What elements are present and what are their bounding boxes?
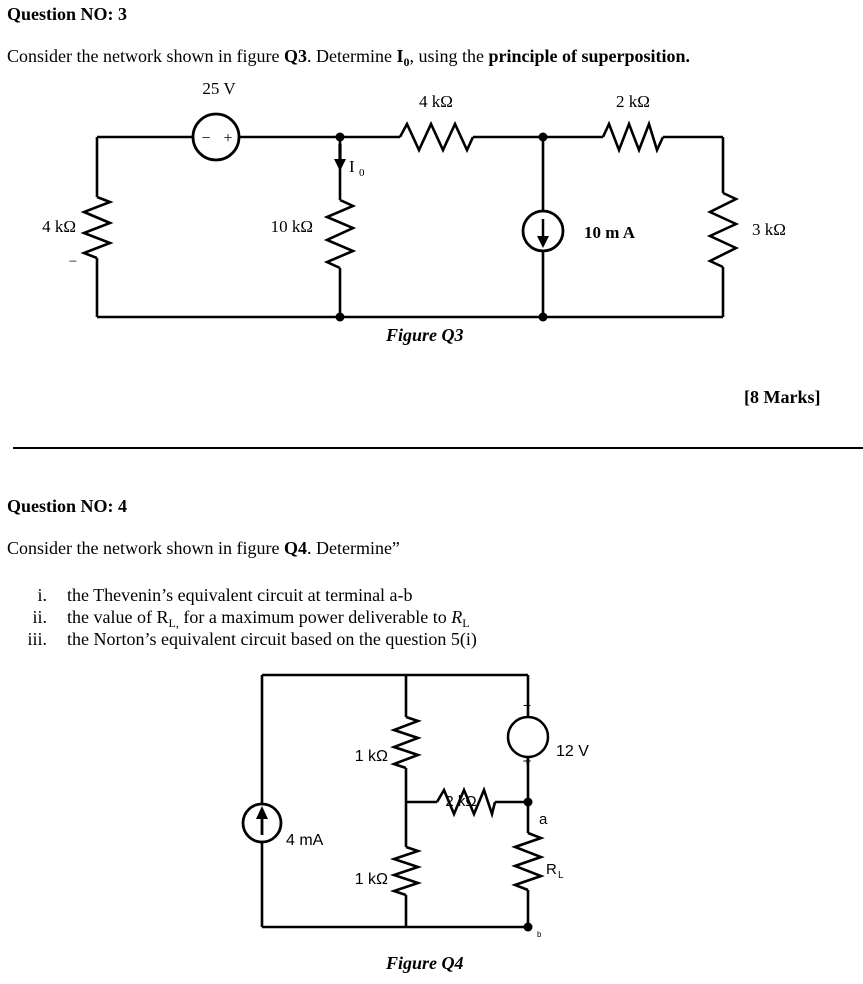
- q3-figure-caption: Figure Q3: [386, 325, 464, 345]
- q3-resistor-3k: [706, 191, 740, 269]
- q3-label-2k-top: 2 kΩ: [616, 92, 650, 111]
- q3-resistor-4k-left: [80, 195, 114, 260]
- q4-label-1k-top: 1 kΩ: [355, 748, 388, 765]
- section-divider: [13, 447, 863, 449]
- q4-label-2k-mid: 2 kΩ: [445, 793, 476, 810]
- q3-circuit-diagram: 25 V − + 4 kΩ 2 kΩ 4 kΩ − 10 kΩ I 0 10 m…: [42, 79, 786, 322]
- q4-current-source-arrowhead: [256, 806, 268, 819]
- q3-label-10k: 10 kΩ: [271, 217, 313, 236]
- q4-item-list: i. the Thevenin’s equivalent circuit at …: [7, 584, 707, 650]
- q3-resistor-4k-top: [398, 120, 475, 154]
- q4-heading: Question NO: 4: [7, 496, 128, 516]
- q3-vsource-minus: −: [201, 130, 210, 147]
- q3-resistor-2k-top: [601, 120, 665, 154]
- q3-voltage-source: [191, 112, 241, 162]
- q4-item-iii-text: the Norton’s equivalent circuit based on…: [67, 629, 477, 649]
- q3-label-4k-left: 4 kΩ: [42, 217, 76, 236]
- q4-label-4ma: 4 mA: [286, 832, 324, 849]
- q4-figure-caption: Figure Q4: [386, 953, 464, 973]
- q4-vsource-plus: +: [523, 753, 532, 770]
- q3-label-4k-top: 4 kΩ: [419, 92, 453, 111]
- q4-label-rl: R: [546, 861, 557, 878]
- q3-intro-i0: I0: [396, 46, 410, 69]
- q3-label-i0: I: [349, 157, 355, 176]
- q4-item-i-text: the Thevenin’s equivalent circuit at ter…: [67, 585, 413, 605]
- q3-current-source-arrowhead: [537, 236, 549, 248]
- q4-resistor-1k-top: [390, 715, 422, 770]
- q3-label-minus-left: −: [69, 254, 77, 270]
- q4-wires: [260, 673, 530, 929]
- q3-intro-part3: , using the: [409, 46, 489, 66]
- q3-label-3k: 3 kΩ: [752, 220, 786, 239]
- q4-item-iii: iii. the Norton’s equivalent circuit bas…: [7, 628, 707, 650]
- q4-intro-part1: Consider the network shown in figure: [7, 538, 284, 558]
- q4-label-rl-sub: L: [558, 870, 564, 881]
- q4-voltage-source: [506, 715, 550, 759]
- q4-intro-part2: . Determine”: [306, 538, 400, 558]
- q4-resistor-rl: [511, 831, 545, 892]
- q3-intro-figref: Q3: [283, 46, 307, 66]
- q4-resistor-2k-mid: [435, 786, 497, 819]
- q4-vsource-minus: −: [523, 697, 531, 713]
- q3-vsource-plus: +: [223, 130, 232, 147]
- q3-intro-part2: . Determine: [306, 46, 397, 66]
- q4-label-12v: 12 V: [556, 743, 589, 760]
- q4-node-dots: [523, 797, 533, 932]
- q4-item-ii-num: ii.: [32, 607, 47, 627]
- q3-intro: Consider the network shown in figure Q3.…: [7, 46, 690, 69]
- q4-item-i: i. the Thevenin’s equivalent circuit at …: [7, 584, 707, 606]
- q3-label-25v: 25 V: [202, 79, 236, 98]
- q4-item-iii-num: iii.: [27, 629, 47, 649]
- q4-intro: Consider the network shown in figure Q4.…: [7, 538, 400, 559]
- q3-intro-part1: Consider the network shown in figure: [7, 46, 284, 66]
- q3-heading: Question NO: 3: [7, 4, 128, 24]
- q4-item-i-num: i.: [37, 585, 47, 605]
- q3-intro-bold-principle: principle of superposition.: [488, 46, 690, 66]
- q3-label-i0-sub: 0: [359, 167, 365, 179]
- q3-label-10ma: 10 m A: [584, 223, 636, 242]
- q4-item-ii: ii. the value of RL, for a maximum power…: [7, 606, 707, 630]
- q4-resistor-1k-bottom: [389, 845, 423, 897]
- q4-circuit-diagram: 2 kΩ 1 kΩ 1 kΩ 4 mA 12 V −: [241, 673, 589, 939]
- q3-resistor-10k: [323, 198, 357, 270]
- q3-marks: [8 Marks]: [744, 387, 821, 407]
- q3-i0-arrowhead: [334, 159, 346, 171]
- q4-item-ii-text: the value of RL, for a maximum power del…: [67, 607, 470, 630]
- q4-label-1k-bottom: 1 kΩ: [355, 871, 388, 888]
- q4-intro-figref: Q4: [283, 538, 307, 558]
- q4-label-node-a: a: [539, 811, 548, 828]
- q4-label-node-b: b: [537, 930, 542, 939]
- q3-node-dots: [335, 132, 548, 322]
